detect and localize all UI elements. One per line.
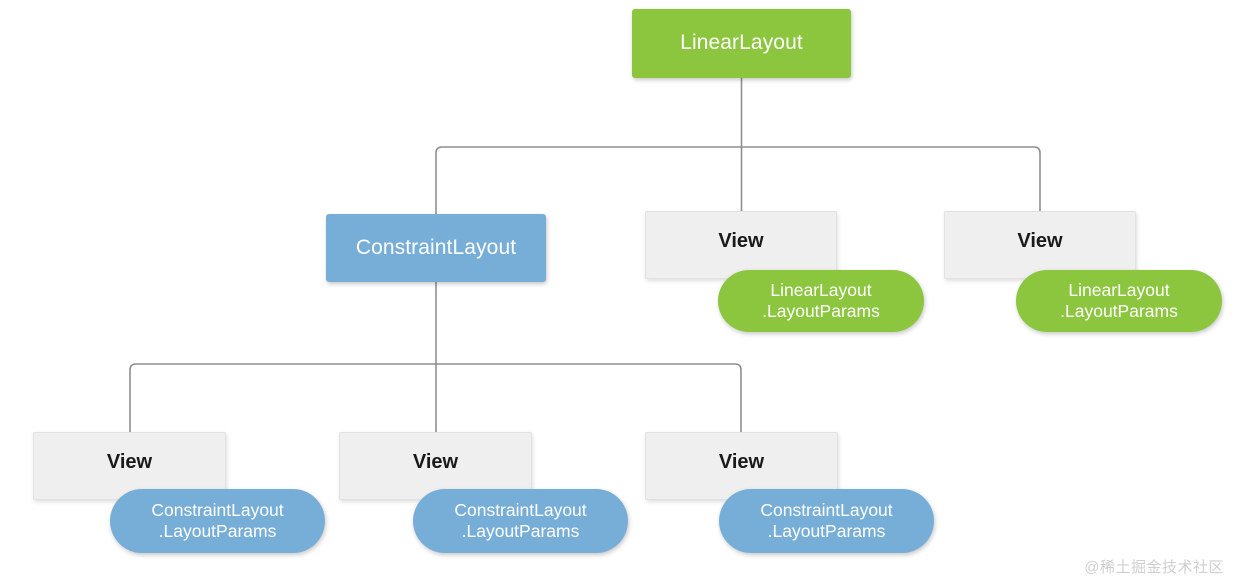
edge-cl-to-view-3 xyxy=(436,363,742,432)
pill-constraintlayout-layoutparams-1[interactable]: ConstraintLayout .LayoutParams xyxy=(110,489,325,553)
pill-line-1: ConstraintLayout xyxy=(151,500,284,521)
watermark: @稀土掘金技术社区 xyxy=(1084,559,1224,576)
node-label: View xyxy=(1017,230,1063,252)
pill-line-2: .LayoutParams xyxy=(767,521,886,541)
pill-constraintlayout-layoutparams-2[interactable]: ConstraintLayout .LayoutParams xyxy=(413,489,628,553)
pill-line-2: .LayoutParams xyxy=(762,301,880,321)
pill-constraintlayout-layoutparams-3[interactable]: ConstraintLayout .LayoutParams xyxy=(719,489,934,553)
pill-linearlayout-layoutparams-1[interactable]: LinearLayout .LayoutParams xyxy=(718,270,924,332)
node-view-l3-3[interactable]: View xyxy=(645,432,838,500)
edge-cl-to-view-1 xyxy=(129,363,436,432)
node-view-l2-1[interactable]: View xyxy=(645,211,837,279)
node-label: View xyxy=(718,451,765,473)
edge-root-to-constraintlayout xyxy=(435,146,742,214)
pill-line-2: .LayoutParams xyxy=(1060,301,1178,321)
node-label: View xyxy=(412,451,459,473)
pill-line-1: ConstraintLayout xyxy=(760,500,893,521)
pill-line-1: LinearLayout xyxy=(1068,280,1170,301)
node-linearlayout-root[interactable]: LinearLayout xyxy=(632,9,851,78)
node-label: View xyxy=(718,230,764,252)
node-label: LinearLayout xyxy=(680,31,803,55)
node-label: View xyxy=(106,451,153,473)
edge-root-to-view-2 xyxy=(741,146,1041,211)
node-view-l3-2[interactable]: View xyxy=(339,432,532,500)
pill-linearlayout-layoutparams-2[interactable]: LinearLayout .LayoutParams xyxy=(1016,270,1222,332)
pill-line-2: .LayoutParams xyxy=(461,521,580,541)
pill-line-2: .LayoutParams xyxy=(158,521,277,541)
node-label: ConstraintLayout xyxy=(355,235,517,259)
pill-line-1: ConstraintLayout xyxy=(454,500,587,521)
node-view-l3-1[interactable]: View xyxy=(33,432,226,500)
node-view-l2-2[interactable]: View xyxy=(944,211,1136,279)
pill-line-1: LinearLayout xyxy=(770,280,872,301)
node-constraintlayout[interactable]: ConstraintLayout xyxy=(326,214,546,282)
